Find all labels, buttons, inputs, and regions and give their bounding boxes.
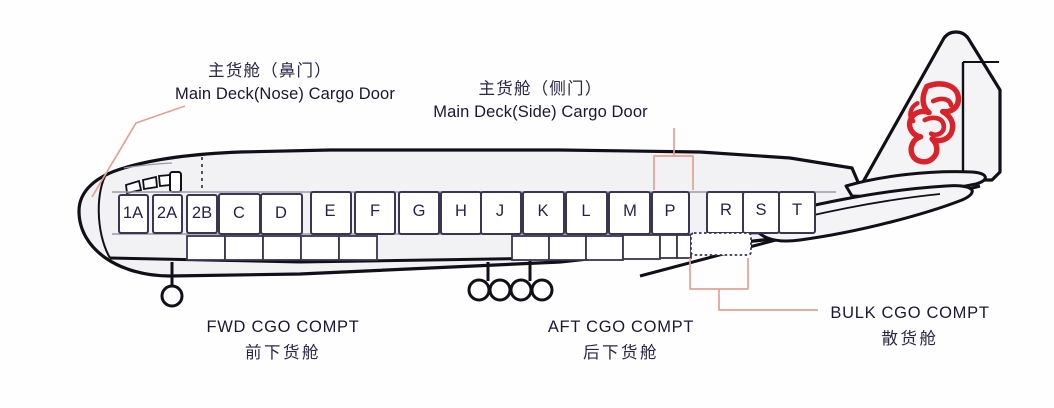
main-gear-wheel-4 (530, 278, 554, 302)
callout-side-door-cn: 主货舱（侧门） (478, 79, 603, 98)
main-deck-box-L (565, 191, 608, 235)
label-aft-cgo-compt: AFT CGO COMPT 后下货舱 (531, 316, 711, 365)
main-deck-box-M (608, 191, 651, 235)
main-deck-box-T (778, 191, 816, 234)
fwd-cgo-compt-cn: 前下货舱 (245, 342, 321, 362)
fwd-cargo-box-4 (300, 235, 340, 261)
fwd-cargo-boxes (186, 235, 378, 261)
callout-side-door-en: Main Deck(Side) Cargo Door (433, 102, 648, 121)
aft-cargo-box-6 (676, 234, 692, 259)
aft-cargo-box-2 (548, 235, 587, 261)
main-deck-box-E (310, 191, 352, 235)
main-gear-wheel-2 (488, 278, 512, 302)
cockpit-windows (125, 174, 171, 195)
callout-nose-door-en: Main Deck(Nose) Cargo Door (175, 84, 395, 103)
main-deck-box-H (440, 191, 482, 235)
main-deck-container-row (118, 191, 816, 235)
vertical-stabilizer (861, 30, 1002, 184)
aft-cargo-box-3 (585, 235, 624, 261)
aft-cgo-compt-cn: 后下货舱 (583, 342, 659, 362)
nose-door-crease (123, 162, 173, 169)
upper-deck-door (169, 171, 182, 193)
main-deck-box-S (742, 191, 780, 234)
callout-lines (91, 105, 818, 311)
label-bulk-cgo-compt: BULK CGO COMPT 散货舱 (820, 302, 1000, 351)
aft-cargo-boxes (511, 234, 692, 261)
nose-gear-wheel (160, 284, 184, 308)
main-deck-box-P (651, 191, 690, 235)
landing-gear-group (160, 261, 554, 308)
main-deck-box-C (218, 193, 261, 235)
main-deck-box-G (398, 191, 440, 235)
callout-line-nose-door (91, 105, 186, 198)
main-gear-wheel-1 (467, 278, 491, 302)
callout-nose-door-cn: 主货舱（鼻门） (208, 61, 332, 80)
aft-cgo-compt-en: AFT CGO COMPT (547, 318, 695, 336)
main-deck-box-1A (118, 194, 149, 234)
bulk-cgo-compt-cn: 散货舱 (881, 328, 939, 348)
main-deck-box-R (706, 191, 746, 234)
air-china-phoenix-logo (906, 81, 962, 165)
main-deck-box-2A (152, 194, 183, 234)
label-fwd-cgo-compt: FWD CGO COMPT 前下货舱 (193, 316, 373, 365)
aft-cargo-box-5 (659, 234, 678, 259)
vertical-stabilizer-group (861, 30, 1002, 184)
fwd-cgo-compt-en: FWD CGO COMPT (206, 318, 360, 336)
callout-main-deck-nose-cargo-door: 主货舱（鼻门） Main Deck(Nose) Cargo Door (175, 60, 395, 106)
fwd-cargo-box-3 (262, 235, 302, 261)
fwd-cargo-box-5 (338, 235, 378, 261)
main-deck-box-2B (186, 194, 218, 234)
aft-cargo-box-1 (511, 235, 550, 261)
main-deck-box-D (260, 193, 303, 235)
main-gear-wheel-3 (509, 278, 533, 302)
bulk-cargo-box (690, 232, 752, 256)
nose-radome-line (97, 172, 111, 259)
main-deck-box-F (354, 191, 396, 235)
main-deck-box-J (480, 191, 522, 235)
main-deck-box-K (522, 191, 565, 235)
fwd-cargo-box-1 (186, 235, 226, 261)
callout-line-bulk-bracket (689, 258, 749, 290)
callout-line-bulk-stem (718, 289, 818, 311)
fwd-cargo-box-2 (224, 235, 264, 261)
aft-cargo-box-4 (622, 234, 661, 260)
callout-main-deck-side-cargo-door: 主货舱（侧门） Main Deck(Side) Cargo Door (428, 78, 653, 124)
bulk-cgo-compt-en: BULK CGO COMPT (830, 304, 990, 322)
